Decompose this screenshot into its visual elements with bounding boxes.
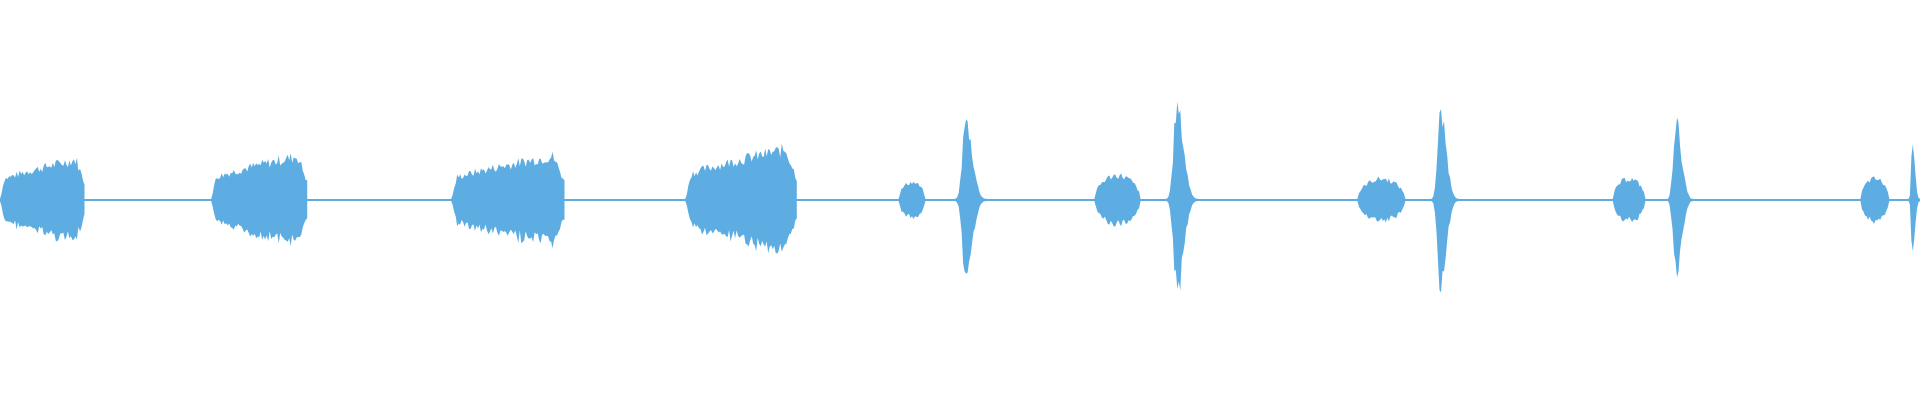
waveform-burst-3 [451, 151, 565, 249]
waveform-burst-9b [1908, 144, 1920, 252]
waveform-burst-8a [1612, 177, 1646, 223]
waveform-burst-5b [954, 119, 987, 274]
waveform-burst-7b [1430, 109, 1460, 293]
waveform-burst-9a [1860, 176, 1890, 224]
waveform-burst-1 [0, 158, 85, 242]
waveform-burst-7a [1357, 176, 1406, 223]
waveform-segments [0, 101, 1920, 293]
waveform-burst-6b [1165, 101, 1199, 291]
waveform-burst-2 [211, 153, 308, 246]
waveform-burst-6a [1094, 173, 1141, 227]
waveform-burst-8b [1666, 117, 1694, 278]
waveform-burst-5a [898, 181, 926, 219]
waveform-burst-4 [685, 143, 797, 254]
